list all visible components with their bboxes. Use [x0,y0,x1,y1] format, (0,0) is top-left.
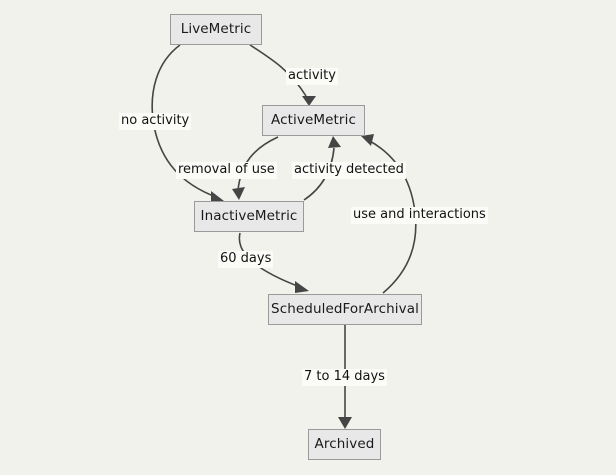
state-node-label: Archived [314,435,375,452]
arrow-head-live-to-inactive [211,191,224,203]
arrow-head-active-to-inactive [232,187,245,200]
state-node-label: ActiveMetric [271,111,356,128]
state-node-label: ScheduledForArchival [271,300,419,317]
edge-label-no-activity: no activity [119,113,192,130]
state-node-inactivemetric[interactable]: InactiveMetric [194,201,304,232]
edge-path-live-to-active [249,44,307,97]
state-node-scheduledforarchival[interactable]: ScheduledForArchival [268,294,422,325]
edge-path-active-to-inactive [237,136,279,191]
edge-active-to-inactive [232,136,279,200]
edge-label-7-to-14-days: 7 to 14 days [302,369,387,386]
edge-label-activity-detected: activity detected [292,162,406,179]
state-node-label: LiveMetric [180,20,252,37]
state-node-livemetric[interactable]: LiveMetric [170,14,262,45]
edge-live-to-active [249,44,316,106]
arrow-head-scheduled-to-archived [338,417,352,429]
edge-label-removal-of-use: removal of use [176,162,277,179]
edge-label-use-and-interactions: use and interactions [351,207,488,224]
arrow-head-inactive-to-active [328,136,341,148]
arrow-head-inactive-to-scheduled [295,281,309,293]
arrow-head-scheduled-to-active [361,134,374,146]
arrow-head-live-to-active [302,96,316,106]
state-node-label: InactiveMetric [200,207,298,224]
edge-label-60-days: 60 days [218,251,274,268]
edge-label-activity: activity [286,68,338,85]
state-node-activemetric[interactable]: ActiveMetric [262,105,365,136]
state-node-archived[interactable]: Archived [308,429,381,460]
